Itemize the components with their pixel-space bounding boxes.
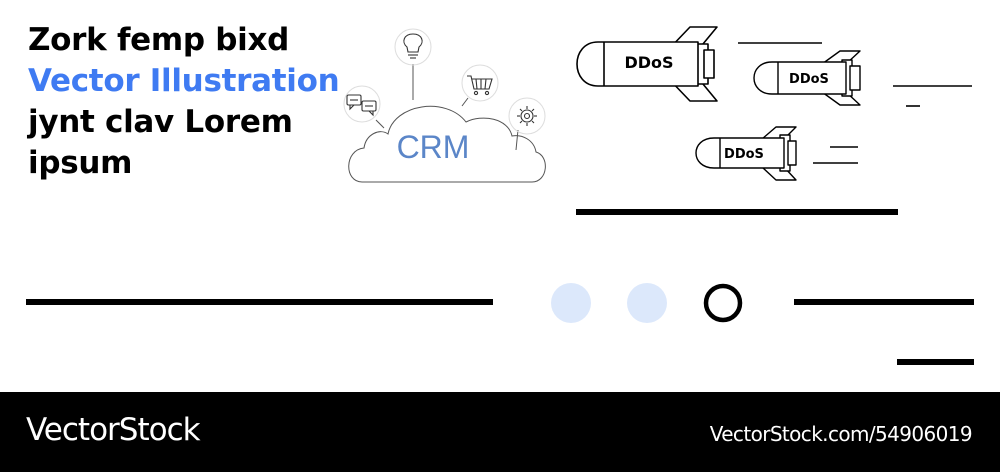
gear-icon-circle bbox=[508, 97, 546, 135]
cloud-shape-icon bbox=[348, 105, 546, 183]
rocket-2-label: DDoS bbox=[789, 72, 829, 87]
rocket-3-label: DDoS bbox=[724, 147, 764, 162]
cart-icon-circle bbox=[461, 64, 499, 102]
headline-line-3: jynt clav Lorem bbox=[28, 104, 293, 140]
brand-logo: VectorStock bbox=[26, 412, 201, 448]
divider-bar bbox=[576, 209, 898, 215]
connector-line bbox=[515, 129, 519, 151]
chat-icon-circle bbox=[343, 85, 381, 123]
headline: Zork femp bixd Vector Illustration jynt … bbox=[28, 20, 340, 184]
cloud-label: CRM bbox=[397, 129, 470, 165]
carousel-dots bbox=[551, 283, 743, 323]
rocket-1-icon: DDoS bbox=[576, 26, 718, 102]
connector-line bbox=[461, 97, 469, 107]
divider-bar bbox=[26, 299, 493, 305]
chat-bubbles-icon bbox=[346, 94, 377, 117]
headline-line-2: Vector Illustration bbox=[28, 63, 340, 99]
illustration: CRM DDoS DDoS DDoS bbox=[26, 26, 974, 365]
crm-cloud bbox=[343, 28, 546, 183]
rocket-3-icon: DDoS bbox=[695, 126, 797, 181]
headline-line-4: ipsum bbox=[28, 145, 133, 181]
carousel-dot[interactable] bbox=[551, 283, 591, 323]
divider-bar bbox=[897, 359, 974, 365]
stock-id: VectorStock.com/54906019 bbox=[709, 422, 973, 446]
divider-bar bbox=[794, 299, 974, 305]
lightbulb-icon bbox=[403, 33, 423, 59]
carousel-dot[interactable] bbox=[627, 283, 667, 323]
carousel-dot-active[interactable] bbox=[703, 283, 743, 323]
connector-line bbox=[375, 119, 385, 129]
rocket-1-label: DDoS bbox=[624, 53, 673, 72]
lightbulb-icon-circle bbox=[394, 28, 432, 66]
gear-icon bbox=[517, 106, 537, 126]
rocket-2-icon: DDoS bbox=[753, 50, 861, 106]
headline-line-1: Zork femp bixd bbox=[28, 22, 290, 58]
shopping-cart-icon bbox=[467, 75, 493, 96]
footer-bar: VectorStock VectorStock.com/54906019 bbox=[0, 392, 1000, 472]
